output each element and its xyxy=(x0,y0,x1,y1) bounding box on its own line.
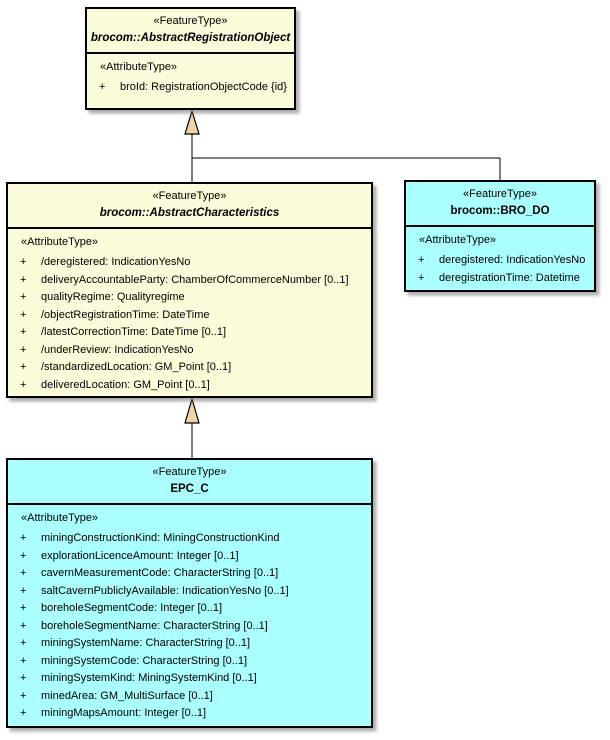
generalization-arrowhead-icon xyxy=(184,108,200,135)
attribute-type-label: «AttributeType» xyxy=(419,234,497,246)
class-header: «FeatureType» brocom::AbstractRegistrati… xyxy=(87,9,294,54)
class-header: «FeatureType» brocom::AbstractCharacteri… xyxy=(8,184,371,229)
visibility-marker: + xyxy=(20,689,27,702)
attribute-row: + saltCavernPubliclyAvailable: Indicatio… xyxy=(8,583,371,601)
attribute-row: + miningMapsAmount: Integer [0..1] xyxy=(8,705,371,723)
visibility-marker: + xyxy=(20,308,27,321)
visibility-marker: + xyxy=(20,619,27,632)
attribute-text: /underReview: IndicationYesNo xyxy=(41,343,194,356)
attribute-text: miningSystemCode: CharacterString [0..1] xyxy=(41,654,248,667)
visibility-marker: + xyxy=(418,254,425,266)
attribute-row: + /latestCorrectionTime: DateTime [0..1] xyxy=(8,324,371,342)
attribute-row: + cavernMeasurementCode: CharacterString… xyxy=(8,565,371,583)
class-abstract-characteristics: «FeatureType» brocom::AbstractCharacteri… xyxy=(6,182,373,398)
attribute-text: miningSystemName: CharacterString [0..1] xyxy=(41,637,251,649)
visibility-marker: + xyxy=(20,584,27,597)
class-epc-c: «FeatureType» EPC_C «AttributeType» + mi… xyxy=(6,458,373,728)
attribute-type-label: «AttributeType» xyxy=(21,512,99,524)
attribute-text: /latestCorrectionTime: DateTime [0..1] xyxy=(41,326,227,338)
attribute-row: + miningSystemKind: MiningSystemKind [0.… xyxy=(8,670,371,688)
attribute-type-label: «AttributeType» xyxy=(100,61,178,73)
attribute-row: + deregistered: IndicationYesNo xyxy=(406,252,594,270)
visibility-marker: + xyxy=(20,532,27,544)
attribute-text: minedArea: GM_MultiSurface [0..1] xyxy=(41,689,213,702)
attribute-row: + /standardizedLocation: GM_Point [0..1] xyxy=(8,359,371,377)
visibility-marker: + xyxy=(20,256,27,268)
generalization-to-abstract-registration-object xyxy=(184,108,501,183)
attribute-text: /standardizedLocation: GM_Point [0..1] xyxy=(41,361,232,373)
attributes-compartment: «AttributeType» + /deregistered: Indicat… xyxy=(8,229,371,394)
stereotype-label: «FeatureType» xyxy=(152,190,227,202)
attribute-type-label: «AttributeType» xyxy=(21,236,99,248)
attribute-text: miningSystemKind: MiningSystemKind [0..1… xyxy=(41,672,257,684)
generalization-epc-c-to-abstract-characteristics xyxy=(184,396,200,459)
attribute-text: qualityRegime: Qualityregime xyxy=(41,291,185,303)
attribute-text: /deregistered: IndicationYesNo xyxy=(41,256,191,268)
attributes-compartment: «AttributeType» + broId: RegistrationObj… xyxy=(87,54,294,97)
visibility-marker: + xyxy=(20,291,27,303)
class-name: brocom::BRO_DO xyxy=(450,205,550,217)
attribute-text: deliveredLocation: GM_Point [0..1] xyxy=(41,378,210,391)
class-bro-do: «FeatureType» brocom::BRO_DO «AttributeT… xyxy=(404,180,596,292)
attribute-text: deliveryAccountableParty: ChamberOfComme… xyxy=(41,273,349,286)
stereotype-label: «FeatureType» xyxy=(463,188,537,200)
attribute-row: + qualityRegime: Qualityregime xyxy=(8,289,371,307)
stereotype-label: «FeatureType» xyxy=(153,15,228,27)
attribute-text: deregistrationTime: Datetime xyxy=(439,271,580,284)
attribute-text: /objectRegistrationTime: DateTime xyxy=(41,308,210,321)
attribute-row: + deliveryAccountableParty: ChamberOfCom… xyxy=(8,272,371,290)
attribute-text: broId: RegistrationObjectCode {id} xyxy=(120,81,287,93)
attribute-text: miningMapsAmount: Integer [0..1] xyxy=(41,707,207,719)
attributes-compartment: «AttributeType» + deregistered: Indicati… xyxy=(406,227,594,287)
visibility-marker: + xyxy=(418,271,425,284)
attribute-row: + miningSystemCode: CharacterString [0..… xyxy=(8,653,371,671)
visibility-marker: + xyxy=(20,602,27,614)
visibility-marker: + xyxy=(99,81,106,93)
attribute-row: + miningConstructionKind: MiningConstruc… xyxy=(8,530,371,548)
visibility-marker: + xyxy=(20,567,27,579)
visibility-marker: + xyxy=(20,343,27,356)
attribute-row: + minedArea: GM_MultiSurface [0..1] xyxy=(8,688,371,706)
class-header: «FeatureType» brocom::BRO_DO xyxy=(406,182,594,227)
visibility-marker: + xyxy=(20,361,27,373)
visibility-marker: + xyxy=(20,637,27,649)
attribute-row: + boreholeSegmentCode: Integer [0..1] xyxy=(8,600,371,618)
attribute-text: explorationLicenceAmount: Integer [0..1] xyxy=(41,549,239,562)
attribute-text: miningConstructionKind: MiningConstructi… xyxy=(41,532,280,544)
attribute-row: + deliveredLocation: GM_Point [0..1] xyxy=(8,377,371,395)
attribute-row: + explorationLicenceAmount: Integer [0..… xyxy=(8,548,371,566)
generalization-arrowhead-icon xyxy=(184,396,200,424)
attribute-text: deregistered: IndicationYesNo xyxy=(439,254,586,266)
visibility-marker: + xyxy=(20,273,27,286)
class-header: «FeatureType» EPC_C xyxy=(8,460,371,505)
stereotype-label: «FeatureType» xyxy=(152,466,227,478)
attribute-row: + miningSystemName: CharacterString [0..… xyxy=(8,635,371,653)
attribute-text: boreholeSegmentCode: Integer [0..1] xyxy=(41,602,223,614)
attribute-text: boreholeSegmentName: CharacterString [0.… xyxy=(41,619,268,632)
class-name: brocom::AbstractRegistrationObject xyxy=(90,32,291,44)
attribute-row: + boreholeSegmentName: CharacterString [… xyxy=(8,618,371,636)
class-name: EPC_C xyxy=(170,483,209,495)
attribute-row: + /underReview: IndicationYesNo xyxy=(8,342,371,360)
attributes-compartment: «AttributeType» + miningConstructionKind… xyxy=(8,505,371,723)
class-name: brocom::AbstractCharacteristics xyxy=(99,207,280,219)
attribute-row: + /objectRegistrationTime: DateTime xyxy=(8,307,371,325)
attribute-row: + deregistrationTime: Datetime xyxy=(406,270,594,288)
attribute-row: + /deregistered: IndicationYesNo xyxy=(8,254,371,272)
visibility-marker: + xyxy=(20,549,27,562)
attribute-row: + broId: RegistrationObjectCode {id} xyxy=(87,79,294,97)
visibility-marker: + xyxy=(20,378,27,391)
attribute-text: saltCavernPubliclyAvailable: IndicationY… xyxy=(41,584,289,597)
class-abstract-registration-object: «FeatureType» brocom::AbstractRegistrati… xyxy=(85,7,296,110)
visibility-marker: + xyxy=(20,707,27,719)
visibility-marker: + xyxy=(20,672,27,684)
attribute-text: cavernMeasurementCode: CharacterString [… xyxy=(41,567,279,579)
visibility-marker: + xyxy=(20,654,27,667)
visibility-marker: + xyxy=(20,326,27,338)
